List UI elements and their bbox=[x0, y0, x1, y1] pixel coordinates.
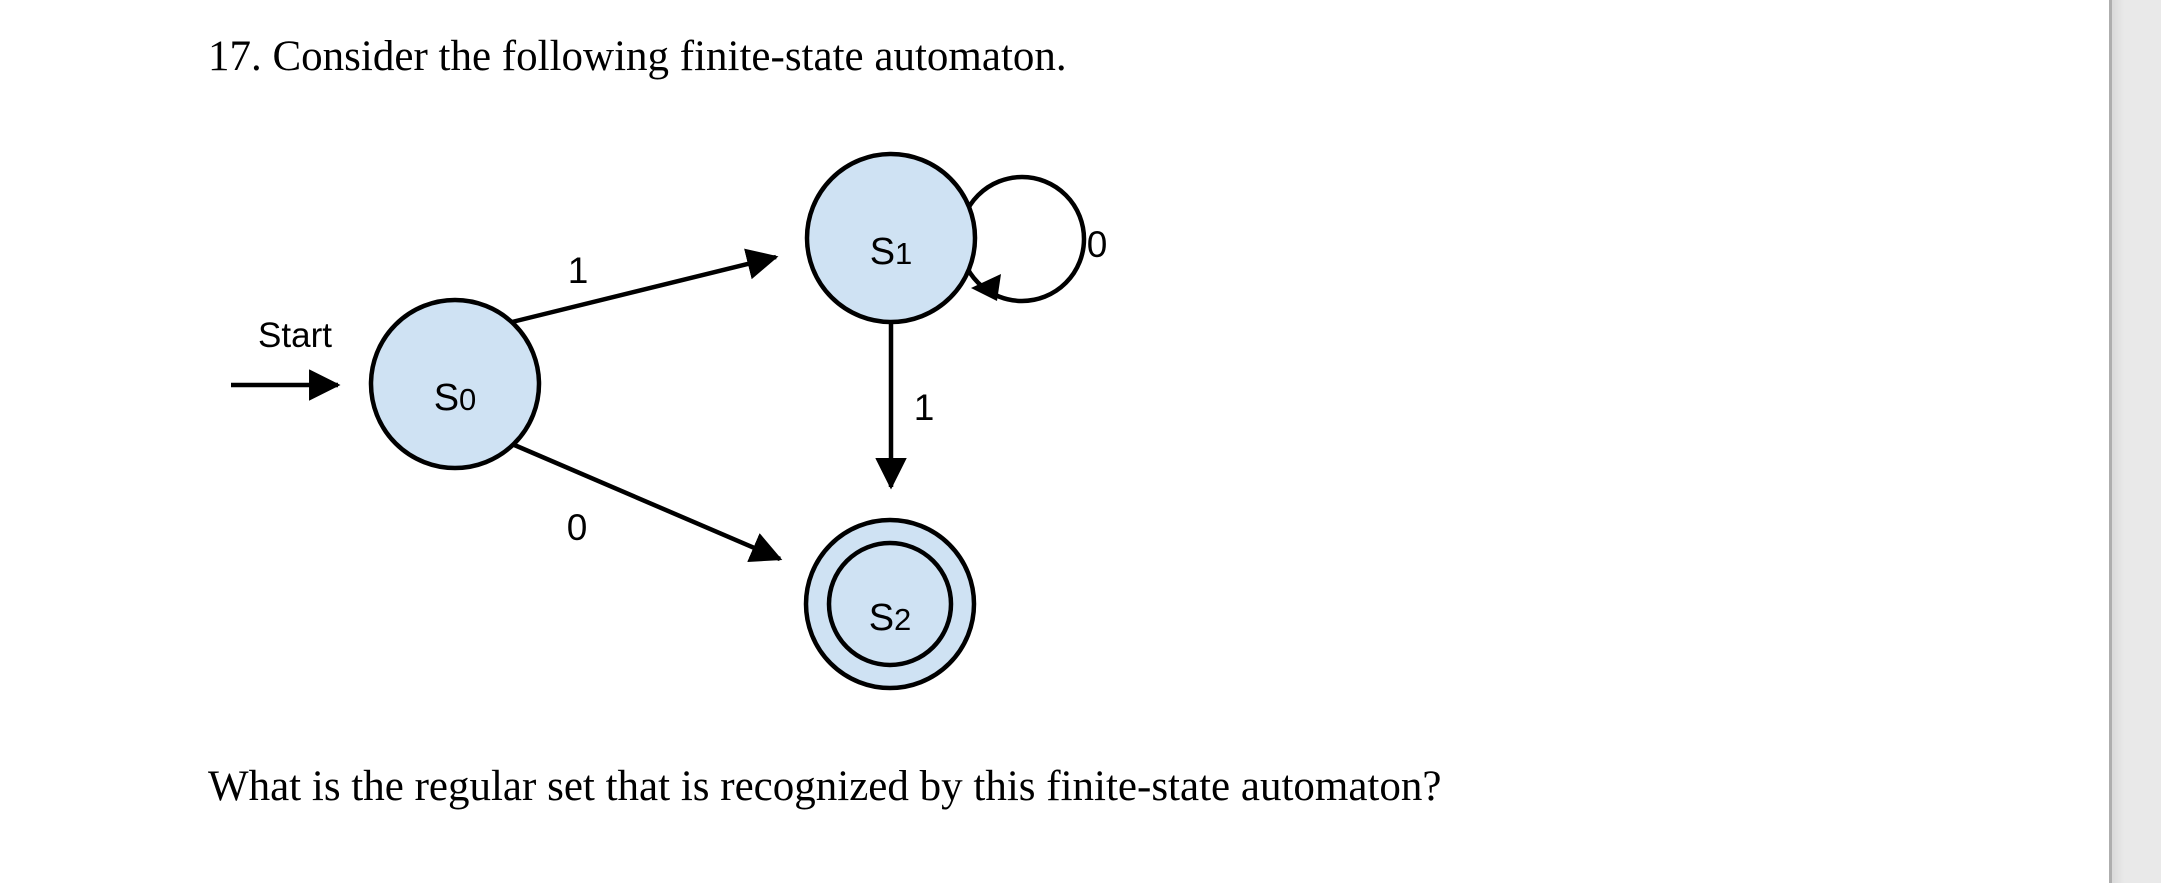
start-label: Start bbox=[258, 316, 332, 355]
state-s2-label: S2 bbox=[869, 597, 912, 639]
viewer-right-gutter bbox=[2109, 0, 2161, 883]
state-s0-label: S0 bbox=[434, 377, 477, 419]
question-footer: What is the regular set that is recogniz… bbox=[208, 763, 1442, 810]
self-loop-s1-arrowhead bbox=[971, 274, 1001, 301]
state-s1-label-sub: 1 bbox=[895, 236, 912, 271]
transition-s0-s2-label: 0 bbox=[567, 507, 588, 548]
state-s0-circle bbox=[368, 297, 542, 471]
transition-s1-s2-label: 1 bbox=[914, 387, 935, 428]
state-s2-inner-circle bbox=[826, 540, 954, 668]
state-s1-label-main: S bbox=[870, 231, 895, 273]
state-s0-label-main: S bbox=[434, 377, 459, 419]
transition-s0-s1-arrow bbox=[511, 248, 779, 325]
state-s2-label-main: S bbox=[869, 597, 894, 639]
question-prompt: 17. Consider the following finite-state … bbox=[208, 33, 1067, 80]
self-loop-s1 bbox=[957, 174, 1087, 304]
state-s0-label-sub: 0 bbox=[459, 382, 476, 417]
state-s1-label: S1 bbox=[870, 231, 913, 273]
state-s2-label-sub: 2 bbox=[894, 602, 911, 637]
transition-s0-s1-label: 1 bbox=[568, 250, 589, 291]
self-loop-s1-label: 0 bbox=[1087, 224, 1108, 265]
transition-s0-s2-arrow bbox=[511, 441, 783, 563]
state-s1-circle bbox=[804, 151, 978, 325]
